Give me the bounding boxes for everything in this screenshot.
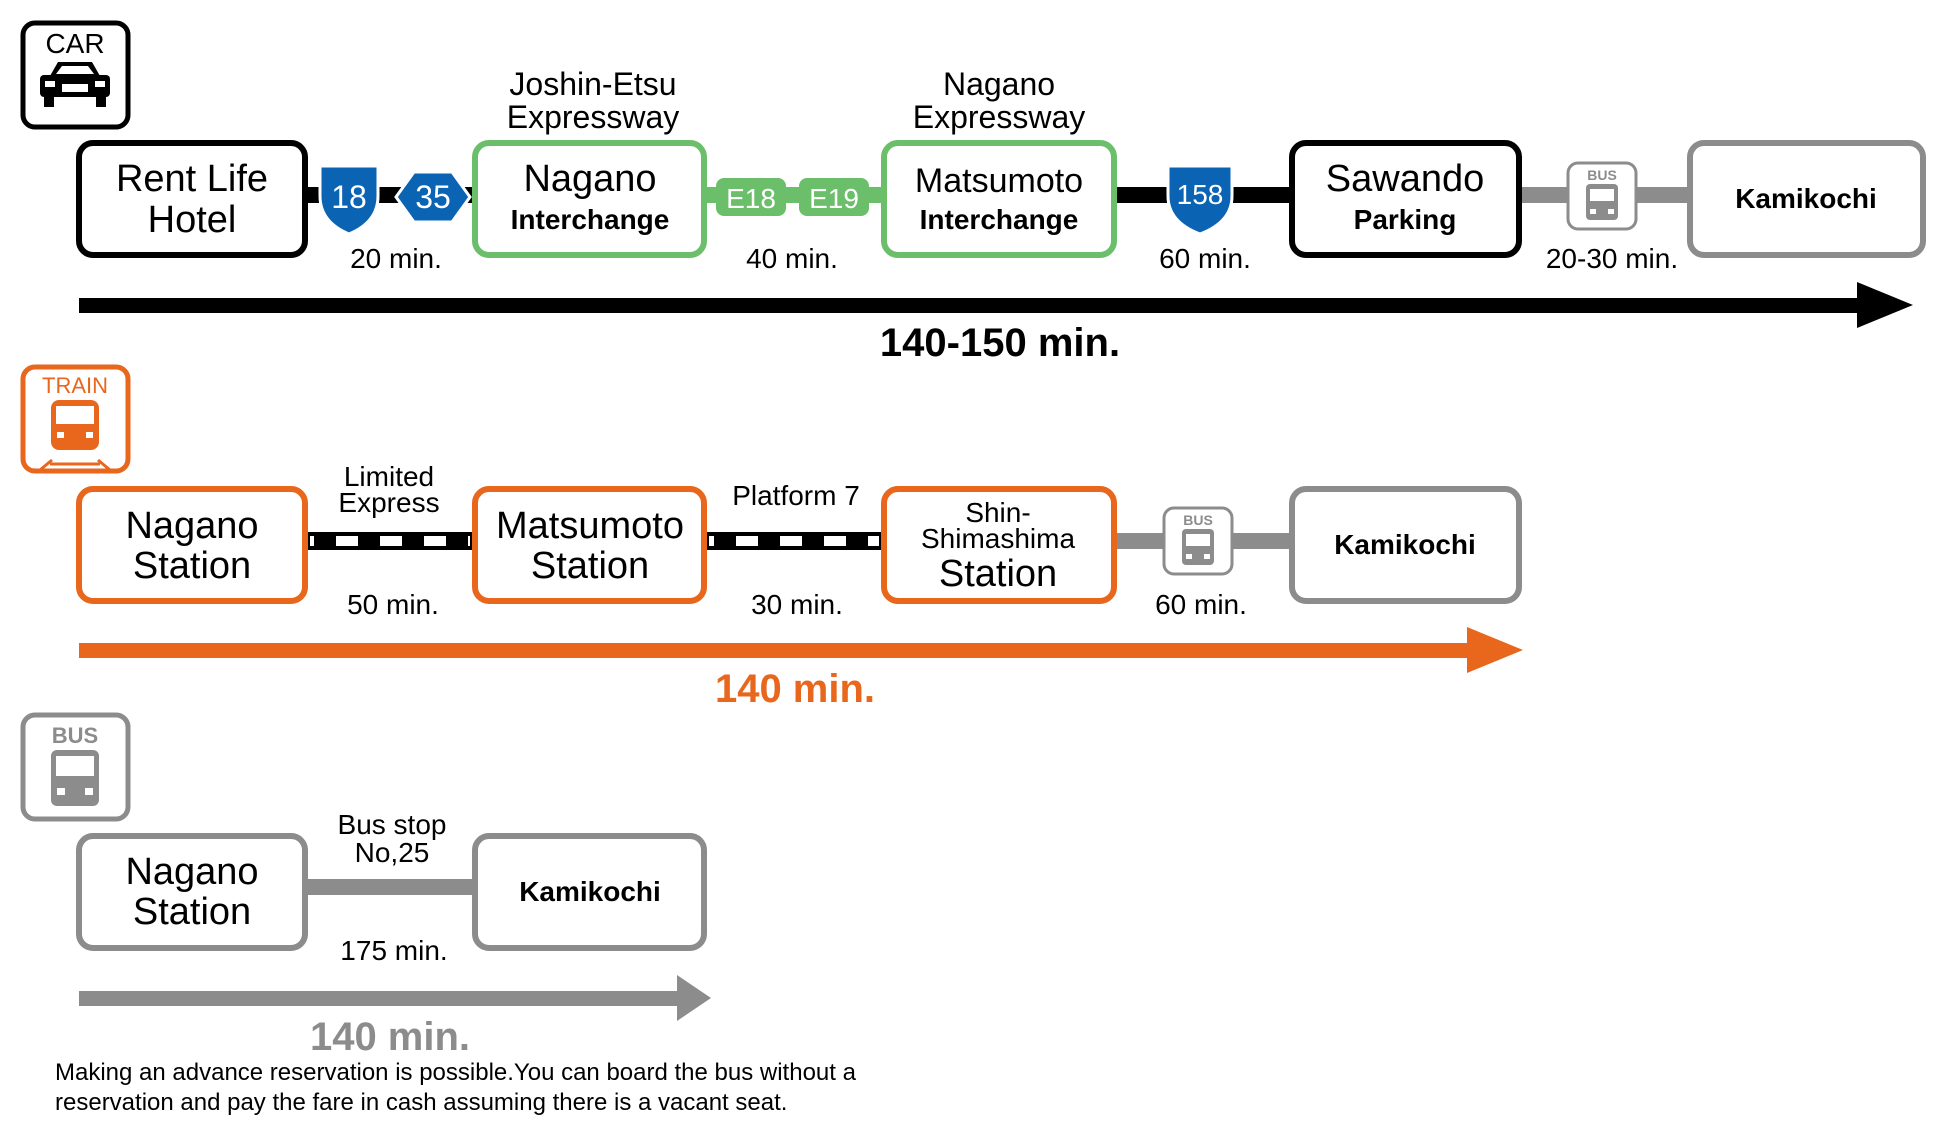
bus-route-section: BUS Nagano Station Kamikochi Bus stop No… <box>20 712 857 1116</box>
node-kamikochi-bus: Kamikochi <box>472 833 707 951</box>
car-total-time: 140-150 min. <box>880 321 1120 365</box>
node-rent-life-hotel: Rent Life Hotel <box>76 140 308 258</box>
train-time-1: 50 min. <box>347 589 439 620</box>
node-nagano-interchange: Nagano Interchange <box>472 140 707 258</box>
bus-stop-label-2: No,25 <box>355 837 430 868</box>
svg-text:Sawando: Sawando <box>1326 158 1484 200</box>
svg-text:Matsumoto: Matsumoto <box>496 505 684 547</box>
svg-text:Matsumoto: Matsumoto <box>915 162 1083 200</box>
platform-label: Platform 7 <box>732 480 860 511</box>
rail-segment-2 <box>704 532 884 550</box>
svg-text:Interchange: Interchange <box>920 204 1079 235</box>
reservation-note-1: Making an advance reservation is possibl… <box>55 1059 857 1086</box>
car-row-bus-icon: BUS <box>1566 161 1638 231</box>
svg-text:35: 35 <box>415 179 451 215</box>
svg-text:Parking: Parking <box>1354 204 1457 235</box>
svg-text:158: 158 <box>1177 179 1224 210</box>
e19-badge: E19 <box>799 178 869 216</box>
limited-express-label-2: Express <box>338 487 439 518</box>
bus-stop-label-1: Bus stop <box>338 809 447 840</box>
bus-segment <box>305 879 475 895</box>
reservation-note-2: reservation and pay the fare in cash ass… <box>55 1089 787 1116</box>
joshin-etsu-label-2: Expressway <box>507 99 680 135</box>
nagano-expressway-label-2: Expressway <box>913 99 1086 135</box>
svg-text:Kamikochi: Kamikochi <box>1735 183 1877 214</box>
svg-text:Hotel: Hotel <box>148 199 237 241</box>
route-35-shield: 35 <box>394 170 472 224</box>
node-kamikochi-car: Kamikochi <box>1687 140 1926 258</box>
train-route-section: TRAIN <box>20 364 1523 711</box>
svg-text:Nagano: Nagano <box>125 505 258 547</box>
bus-total-time: 140 min. <box>310 1015 470 1059</box>
svg-text:Shimashima: Shimashima <box>921 523 1075 554</box>
svg-text:E19: E19 <box>809 183 859 214</box>
svg-text:Kamikochi: Kamikochi <box>1334 529 1476 560</box>
joshin-etsu-label-1: Joshin-Etsu <box>509 66 676 102</box>
car-time-4: 20-30 min. <box>1546 243 1678 274</box>
car-icon-label: CAR <box>45 28 104 59</box>
bus-icon-label: BUS <box>52 723 98 748</box>
svg-text:Rent Life: Rent Life <box>116 158 268 200</box>
svg-text:Interchange: Interchange <box>511 204 670 235</box>
svg-text:Station: Station <box>531 545 649 587</box>
train-total-arrow <box>79 627 1523 673</box>
svg-text:Nagano: Nagano <box>125 851 258 893</box>
train-row-bus-icon: BUS <box>1162 506 1234 576</box>
node-sawando-parking: Sawando Parking <box>1289 140 1522 258</box>
node-nagano-station-train: Nagano Station <box>76 486 308 604</box>
svg-text:Station: Station <box>939 553 1057 595</box>
bus-category-icon: BUS <box>20 712 131 822</box>
node-kamikochi-train: Kamikochi <box>1289 486 1522 604</box>
node-matsumoto-station: Matsumoto Station <box>472 486 707 604</box>
train-category-icon: TRAIN <box>20 364 131 474</box>
car-total-arrow <box>79 282 1913 328</box>
car-time-2: 40 min. <box>746 243 838 274</box>
limited-express-label-1: Limited <box>344 461 434 492</box>
svg-text:BUS: BUS <box>1587 167 1617 183</box>
bus-icon <box>51 750 99 806</box>
svg-text:18: 18 <box>331 179 367 215</box>
car-category-icon: CAR <box>20 20 131 130</box>
car-route-section: CAR 18 35 <box>20 20 1926 365</box>
node-nagano-station-bus: Nagano Station <box>76 833 308 951</box>
svg-text:Nagano: Nagano <box>523 158 656 200</box>
train-icon <box>39 400 111 472</box>
svg-text:Station: Station <box>133 891 251 933</box>
rail-segment-1 <box>305 532 475 550</box>
train-total-time: 140 min. <box>715 667 875 711</box>
bus-total-arrow <box>79 975 711 1021</box>
svg-text:BUS: BUS <box>1183 512 1213 528</box>
train-time-3: 60 min. <box>1155 589 1247 620</box>
svg-text:Station: Station <box>133 545 251 587</box>
train-icon-label: TRAIN <box>42 373 108 398</box>
e18-badge: E18 <box>716 178 786 216</box>
car-icon <box>40 62 110 107</box>
svg-text:E18: E18 <box>726 183 776 214</box>
node-matsumoto-interchange: Matsumoto Interchange <box>881 140 1117 258</box>
svg-text:Kamikochi: Kamikochi <box>519 876 661 907</box>
train-time-2: 30 min. <box>751 589 843 620</box>
node-shin-shimashima-station: Shin- Shimashima Station <box>881 486 1117 604</box>
bus-time-1: 175 min. <box>340 935 447 966</box>
route-158-shield: 158 <box>1166 164 1234 236</box>
svg-text:Shin-: Shin- <box>965 497 1030 528</box>
car-time-3: 60 min. <box>1159 243 1251 274</box>
route-18-shield: 18 <box>318 164 380 236</box>
nagano-expressway-label-1: Nagano <box>943 66 1055 102</box>
car-time-1: 20 min. <box>350 243 442 274</box>
